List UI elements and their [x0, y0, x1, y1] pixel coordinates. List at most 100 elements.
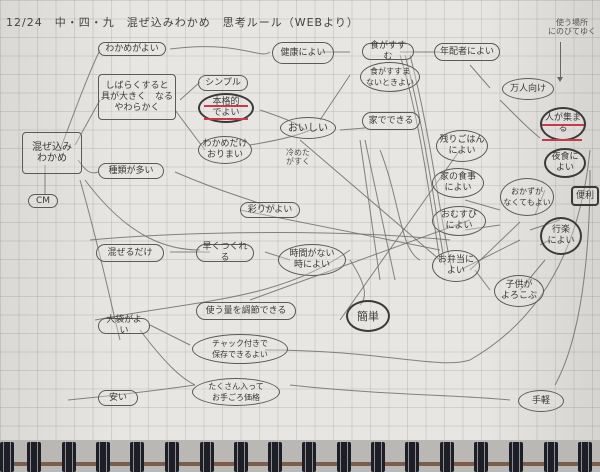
- node-shoku-nai: 食がすすま ないときよい: [360, 62, 420, 92]
- node-hayaku: 早くつくれる: [196, 242, 254, 263]
- ring-icon: [165, 442, 179, 472]
- node-label: 健康によい: [280, 47, 326, 58]
- node-irodori: 彩りがよい: [240, 202, 300, 218]
- mindmap-connections: [44, 46, 591, 401]
- node-label: 便利: [576, 190, 595, 201]
- node-label: 早くつくれる: [202, 242, 248, 263]
- node-label: 行楽 によい: [547, 225, 575, 246]
- node-mazeru: 混ぜるだけ: [96, 244, 164, 262]
- notebook-page: [0, 0, 600, 440]
- node-oishii: おいしい: [280, 117, 336, 139]
- node-onigiri: おむすび によい: [432, 206, 486, 236]
- node-shibaraku: しばらくすると 具が大きく なる やわらかく: [98, 74, 176, 120]
- node-label: 食がすすま ないときよい: [366, 67, 414, 87]
- node-label: 種類が多い: [108, 165, 154, 176]
- node-label: 大袋がよい: [106, 315, 142, 336]
- ring-icon: [302, 442, 316, 472]
- node-tegaru: 手軽: [518, 390, 564, 412]
- node-shoku-susumu: 食がすすむ: [362, 40, 414, 62]
- node-label: 安い: [108, 392, 127, 403]
- node-gyoji: 行楽 によい: [540, 217, 582, 255]
- node-kodomo: 子供が よろこぶ: [494, 275, 544, 307]
- central-topic-label: 混ぜ込み わかめ: [32, 142, 72, 164]
- red-underline: [204, 118, 248, 120]
- node-label: わかめだけ おりまい: [202, 139, 248, 160]
- node-jikan: 時間がない 時によい: [278, 244, 346, 276]
- node-takusan: たくさん入って お手ごろ価格: [192, 378, 280, 406]
- tag-cm-label: CM: [35, 195, 51, 206]
- node-chakku: チャック付きで 保存できるよい: [192, 334, 288, 364]
- node-label: 子供が よろこぶ: [500, 280, 537, 301]
- ring-icon: [62, 442, 76, 472]
- node-label: しばらくすると 具が大きく なる やわらかく: [101, 80, 174, 113]
- node-bannin: 万人向け: [502, 78, 554, 100]
- node-label: お弁当に よい: [437, 255, 474, 276]
- node-benri: 便利: [571, 186, 599, 206]
- node-label: 食がすすむ: [369, 40, 406, 62]
- red-underline: [542, 139, 582, 141]
- node-yashoku: 夜食に よい: [544, 148, 586, 178]
- node-yasui: 安い: [98, 390, 138, 406]
- ring-icon: [234, 442, 248, 472]
- note-hiemeshi: 冷めた がすく: [286, 148, 310, 166]
- node-okazu: おかずが なくてもよい: [500, 178, 554, 216]
- page-shading: [0, 0, 600, 440]
- node-katei: 家でできる: [362, 112, 420, 130]
- ring-icon: [130, 442, 144, 472]
- ring-icon: [578, 442, 592, 472]
- node-label: 彩りがよい: [247, 204, 293, 215]
- node-label: 使う量を調節できる: [205, 305, 287, 316]
- red-underline: [542, 124, 584, 126]
- node-label: 簡単: [357, 309, 379, 323]
- ring-icon: [509, 442, 523, 472]
- node-label: 本格的 でよい: [212, 97, 240, 118]
- node-label: 混ぜるだけ: [107, 247, 153, 258]
- node-label: 手軽: [531, 395, 550, 406]
- node-label: たくさん入って お手ごろ価格: [208, 382, 264, 402]
- node-tsukau-ryo: 使う量を調節できる: [196, 302, 296, 320]
- node-label: 残りごはん によい: [439, 135, 485, 156]
- node-bento: お弁当に よい: [432, 250, 480, 282]
- node-label: おむすび によい: [440, 210, 477, 231]
- node-ookii: 大袋がよい: [98, 315, 150, 336]
- node-wakame-yoi: わかめがよい: [98, 42, 166, 56]
- ring-icon: [27, 442, 41, 472]
- ring-icon: [405, 442, 419, 472]
- ring-icon: [337, 442, 351, 472]
- node-label: 人が集まる: [545, 113, 582, 134]
- ring-icon: [371, 442, 385, 472]
- node-simple: シンプル: [198, 75, 248, 91]
- node-kantan: 簡単: [346, 300, 390, 332]
- node-label: 家の食事 によい: [439, 172, 476, 193]
- node-kenko: 健康によい: [272, 42, 334, 64]
- node-shurui: 種類が多い: [98, 163, 164, 179]
- node-ie-shokuji: 家の食事 によい: [432, 168, 484, 198]
- ring-icon: [544, 442, 558, 472]
- node-label: シンプル: [205, 77, 241, 88]
- arrow-down-icon: [557, 42, 563, 82]
- binding-bar: [0, 462, 600, 466]
- page-title: 12/24 中・四・九 混ぜ込みわかめ 思考ルール（WEBより）: [6, 16, 359, 29]
- node-label: 年配者によい: [439, 46, 494, 57]
- node-label: チャック付きで 保存できるよい: [212, 339, 268, 359]
- node-label: 時間がない 時によい: [289, 249, 335, 270]
- red-underline: [204, 105, 248, 107]
- ring-icon: [474, 442, 488, 472]
- note-top-right: 使う場所 にのびてゆく: [548, 18, 596, 36]
- node-nokori: 残りごはん によい: [436, 130, 488, 162]
- node-label: おかずが なくてもよい: [503, 187, 551, 207]
- tag-cm: CM: [28, 194, 58, 208]
- node-label: 夜食に よい: [551, 152, 579, 173]
- node-label: わかめがよい: [105, 43, 159, 54]
- ring-icon: [268, 442, 282, 472]
- node-label: 家でできる: [368, 115, 414, 126]
- node-wakame-dake: わかめだけ おりまい: [198, 136, 252, 164]
- central-topic-box: 混ぜ込み わかめ: [22, 132, 82, 174]
- node-label: 万人向け: [509, 83, 546, 94]
- ring-icon: [96, 442, 110, 472]
- node-nenpai: 年配者によい: [434, 43, 500, 61]
- ring-icon: [200, 442, 214, 472]
- ring-icon: [0, 442, 14, 472]
- ring-icon: [440, 442, 454, 472]
- node-label: おいしい: [288, 122, 328, 134]
